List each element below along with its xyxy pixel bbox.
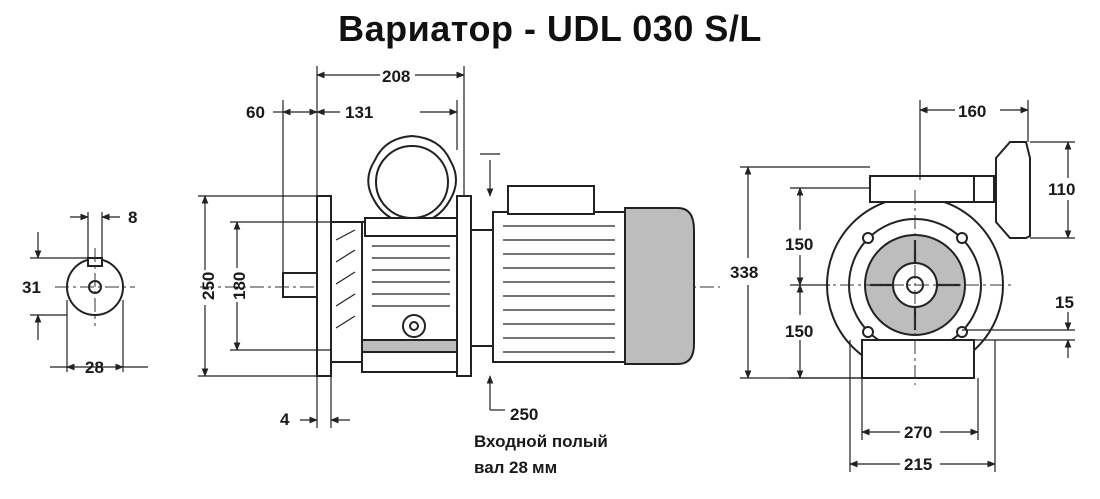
- dim-flange-offset: 60: [246, 103, 265, 122]
- terminal-box: [507, 185, 595, 215]
- dim-foot-bolt-spacing: 215: [904, 455, 932, 474]
- motor-body: [492, 211, 626, 363]
- knob-inner: [375, 145, 449, 219]
- output-shaft: [282, 272, 318, 298]
- dim-total-length: 208: [382, 67, 410, 86]
- mounting-foot: [861, 339, 975, 379]
- fan-cover: [624, 207, 695, 365]
- dim-flange-height: 250: [199, 272, 218, 300]
- input-note-value: 28: [509, 458, 528, 477]
- cooling-fins: [372, 245, 450, 307]
- input-note-line1: Входной полый: [474, 432, 608, 451]
- dim-handwheel-offset: 160: [958, 102, 986, 121]
- top-housing: [869, 175, 975, 203]
- dim-motor-flange: 250: [510, 405, 538, 424]
- input-note-unit: мм: [532, 458, 557, 477]
- dim-handwheel-diameter: 110: [1048, 180, 1075, 199]
- gear-housing: [330, 221, 363, 363]
- drawing-title: Вариатор - UDL 030 S/L: [338, 8, 762, 49]
- dim-total-height: 338: [730, 263, 758, 282]
- shaft-section-view: 8 31 28: [22, 208, 148, 377]
- dim-lower-height: 150: [785, 322, 813, 341]
- handwheel: [995, 141, 1031, 239]
- motor-fins: [503, 225, 615, 353]
- dim-shaft-diameter: 28: [85, 358, 104, 377]
- variator-base: [361, 339, 458, 353]
- output-flange: [316, 195, 332, 377]
- dim-pilot-diameter: 180: [230, 272, 249, 300]
- front-view: 160 110 338 150 150: [730, 100, 1075, 474]
- dim-flange-thickness: 4: [280, 410, 290, 429]
- dim-bolt-hole: 15: [1055, 293, 1074, 312]
- dim-foot-width: 270: [904, 423, 932, 442]
- dim-upper-height: 150: [785, 235, 813, 254]
- side-view: 208 60 131 250 180: [198, 66, 720, 477]
- input-note-line2: вал: [474, 458, 504, 477]
- dim-body-length: 131: [345, 103, 373, 122]
- motor-flange: [456, 195, 472, 377]
- dim-key-width: 8: [128, 208, 137, 227]
- dim-shaft-height: 31: [22, 278, 41, 297]
